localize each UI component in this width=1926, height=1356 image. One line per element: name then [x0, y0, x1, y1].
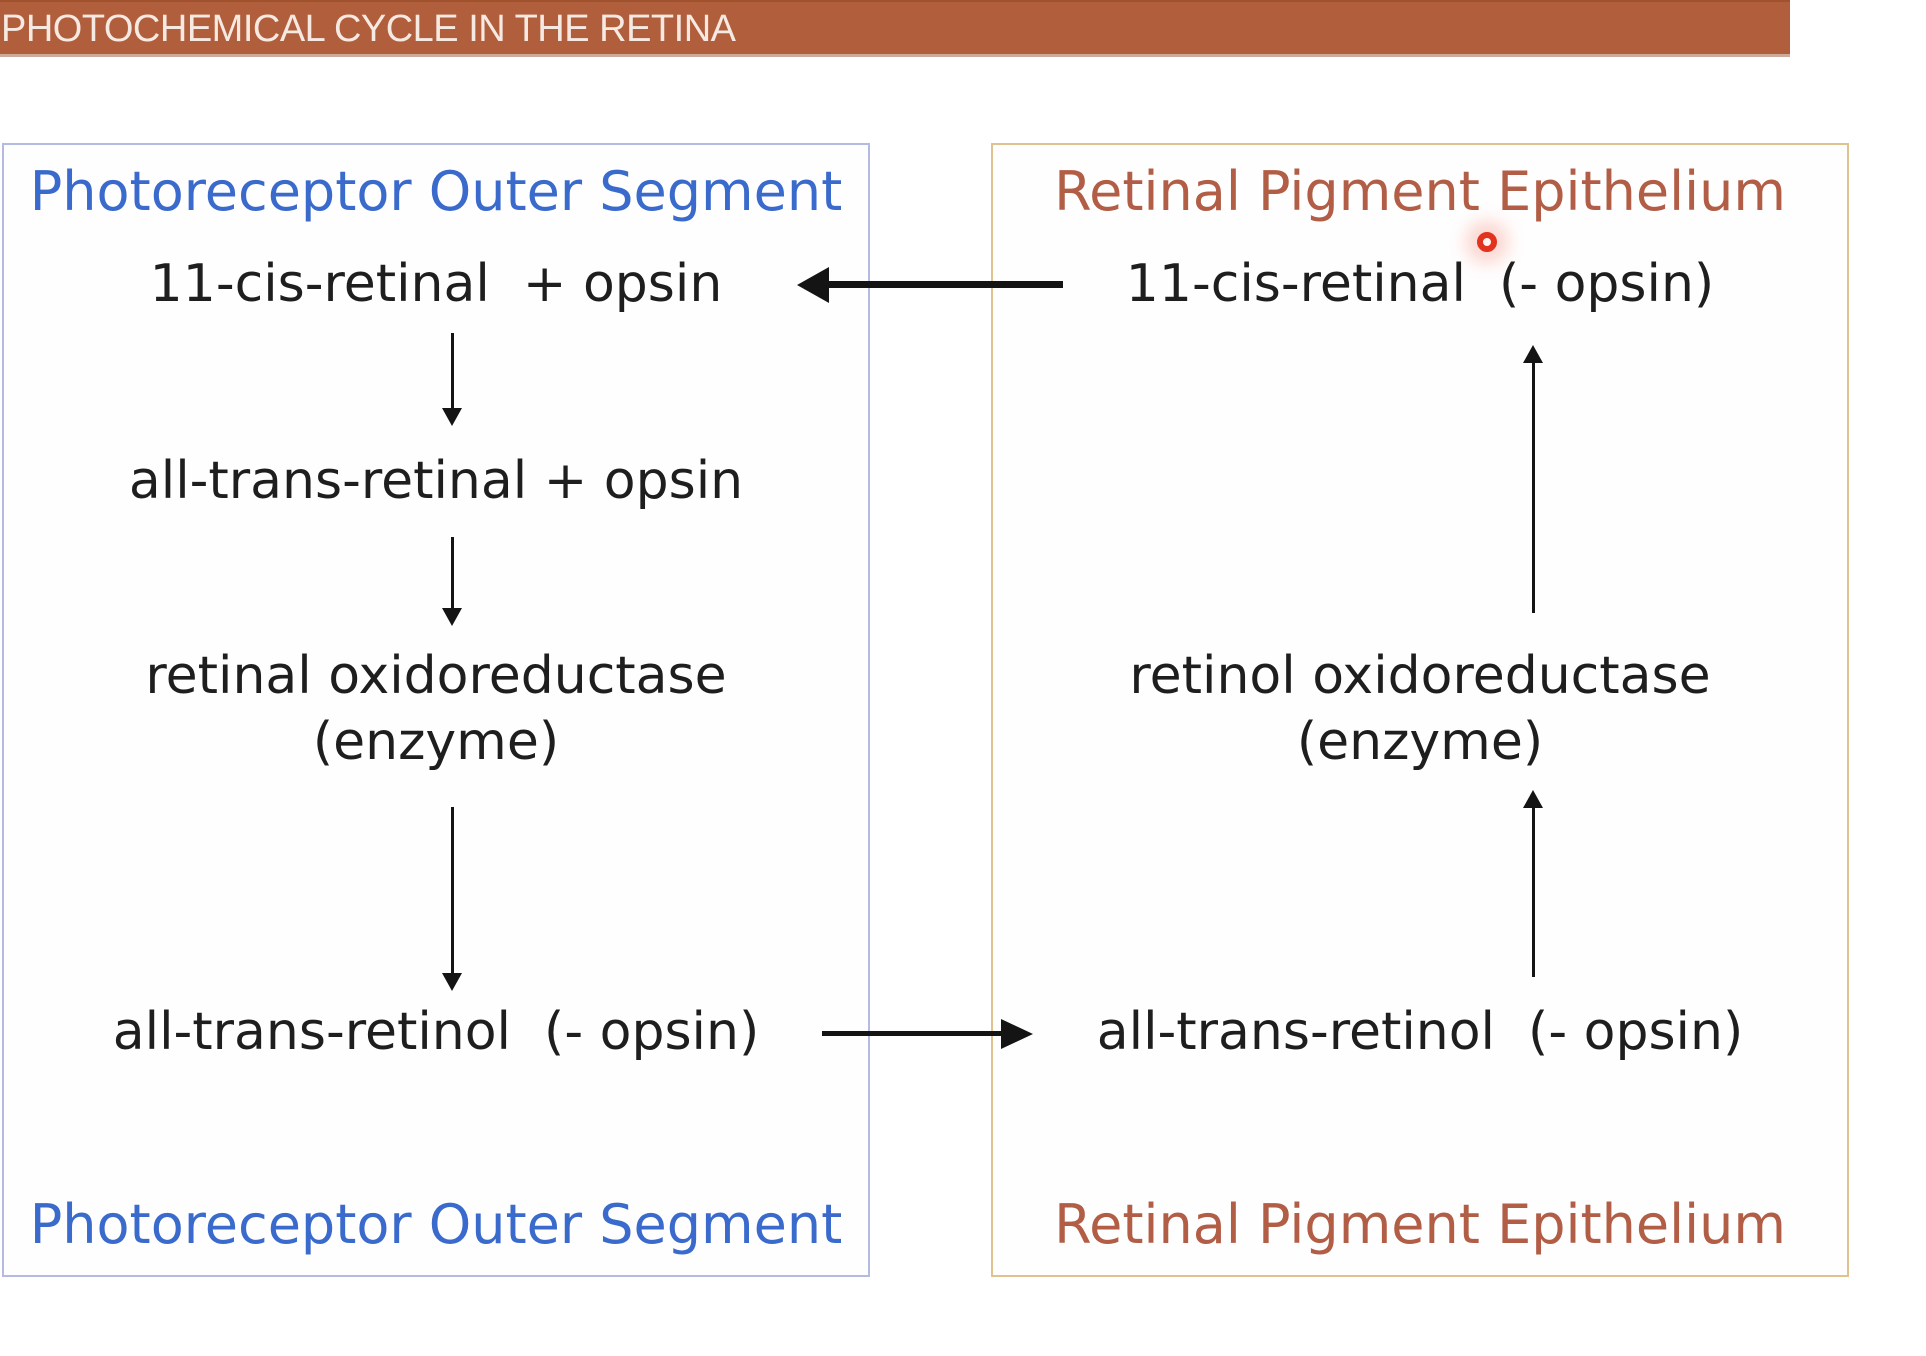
node-retinal-oxidoreductase-enzyme: retinal oxidoreductase (enzyme): [145, 646, 727, 772]
arrow-up-icon-1: [1523, 345, 1543, 613]
header-bar: PHOTOCHEMICAL CYCLE IN THE RETINA: [0, 0, 1790, 57]
node-all-trans-retinol-minus-opsin-right: all-trans-retinol (- opsin): [1096, 1002, 1744, 1062]
arrow-down-icon-2: [442, 537, 462, 626]
panel-right-title-bottom: Retinal Pigment Epithelium: [1054, 1193, 1786, 1256]
node-retinol-oxidoreductase-enzyme: retinol oxidoreductase (enzyme): [1129, 646, 1711, 772]
laser-pointer-dot: [1477, 232, 1497, 252]
panel-retinal-pigment-epithelium: [991, 143, 1849, 1277]
panel-right-title-top: Retinal Pigment Epithelium: [1054, 160, 1786, 223]
node-11-cis-retinal-plus-opsin: 11-cis-retinal + opsin: [149, 254, 723, 314]
node-all-trans-retinal-plus-opsin: all-trans-retinal + opsin: [128, 451, 744, 511]
page-title: PHOTOCHEMICAL CYCLE IN THE RETINA: [1, 8, 736, 50]
panel-photoreceptor-outer-segment: [2, 143, 870, 1277]
arrow-up-icon-2: [1523, 790, 1543, 977]
arrow-right-icon: [822, 1018, 1033, 1049]
arrow-left-icon: [797, 266, 1063, 303]
panel-left-title-bottom: Photoreceptor Outer Segment: [29, 1193, 843, 1256]
arrow-down-icon-1: [442, 333, 462, 426]
node-all-trans-retinol-minus-opsin-left: all-trans-retinol (- opsin): [112, 1002, 760, 1062]
panel-left-title-top: Photoreceptor Outer Segment: [29, 160, 843, 223]
node-11-cis-retinal-minus-opsin: 11-cis-retinal (- opsin): [1125, 254, 1715, 314]
arrow-down-icon-3: [442, 807, 462, 991]
